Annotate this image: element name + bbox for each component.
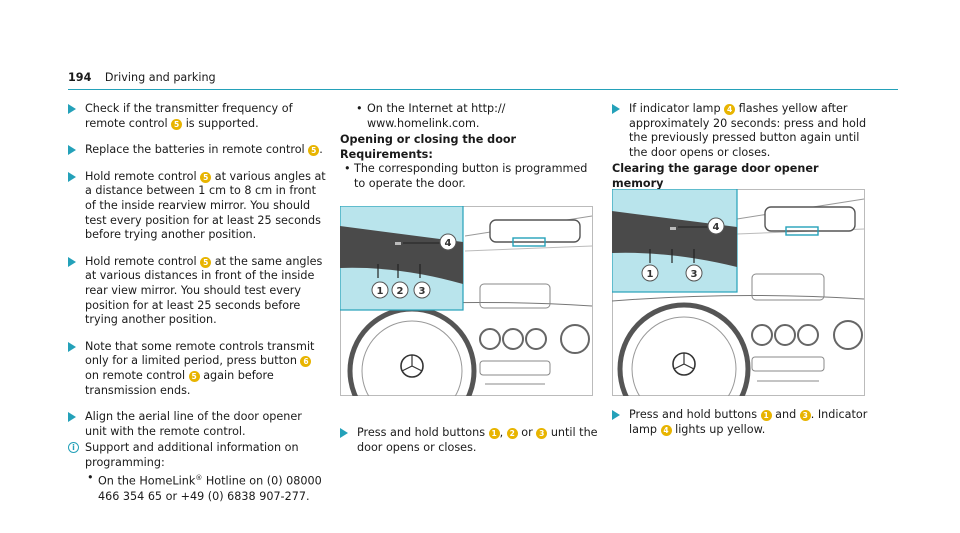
column-3: If indicator lamp 4 flashes yellow after… — [612, 102, 870, 192]
callout-3: 3 — [799, 410, 811, 421]
step-replace-batteries: Replace the batteries in remote control … — [68, 143, 326, 158]
callout-3: 3 — [536, 428, 548, 439]
callout-1: 1 — [760, 410, 772, 421]
fig1-callout-1: 1 — [377, 286, 384, 297]
step-limited-period: Note that some remote controls transmit … — [68, 340, 326, 398]
callout-5: 5 — [200, 256, 212, 268]
figure-mirror-buttons-1: 4 1 2 3 — [340, 206, 593, 396]
callout-4: 4 — [724, 104, 736, 115]
step-arrow-icon — [68, 104, 76, 114]
callout-5: 5 — [200, 171, 212, 183]
bullet-dot: • — [87, 471, 94, 485]
fig1-callout-4: 4 — [445, 238, 452, 249]
callout-5: 5 — [171, 118, 183, 130]
bullet-internet: • On the Internet at http:// www.homelin… — [356, 102, 506, 130]
section-heading-clearing: Clearing the garage door opener memory — [612, 162, 819, 190]
bullet-dot: • — [344, 162, 351, 176]
step-arrow-icon — [68, 171, 76, 182]
column-3-bottom: Press and hold buttons 1 and 3. Indicato… — [612, 408, 870, 449]
fig2-callout-1: 1 — [647, 269, 654, 280]
page-header: 194 Driving and parking — [68, 71, 216, 84]
step-arrow-icon — [68, 412, 76, 423]
fig1-callout-2: 2 — [397, 286, 404, 297]
step-align-aerial: Align the aerial line of the door opener… — [68, 410, 326, 439]
section-heading-open-close: Opening or closing the door — [340, 133, 517, 147]
column-2: • On the Internet at http:// www.homelin… — [340, 102, 598, 194]
step-indicator-flashes: If indicator lamp 4 flashes yellow after… — [612, 102, 870, 160]
fig1-callout-3: 3 — [419, 286, 426, 297]
step-arrow-icon — [612, 104, 620, 114]
info-note: i Support and additional information on … — [68, 441, 326, 470]
figure-mirror-buttons-2: 4 1 3 — [612, 189, 865, 396]
step-arrow-icon — [68, 341, 76, 352]
step-arrow-icon — [612, 410, 620, 420]
fig2-callout-4: 4 — [713, 222, 720, 233]
requirements-label: Requirements: — [340, 147, 433, 161]
step-hold-distances: Hold remote control 5 at the same angles… — [68, 255, 326, 328]
step-clear-memory: Press and hold buttons 1 and 3. Indicato… — [612, 408, 870, 437]
callout-4: 4 — [660, 424, 672, 436]
header-rule — [68, 89, 898, 90]
column-1: Check if the transmitter frequency of re… — [68, 102, 326, 504]
section-title: Driving and parking — [104, 71, 216, 84]
bullet-hotline: • On the HomeLink® Hotline on (0) 08000 … — [87, 471, 322, 503]
step-arrow-icon — [68, 145, 76, 156]
step-press-hold-buttons: Press and hold buttons 1, 2 or 3 until t… — [340, 426, 598, 455]
info-icon: i — [68, 442, 79, 454]
page-number: 194 — [68, 71, 92, 84]
callout-6: 6 — [300, 356, 312, 368]
step-check-frequency: Check if the transmitter frequency of re… — [68, 102, 326, 131]
callout-1: 1 — [488, 428, 500, 439]
column-2-bottom: Press and hold buttons 1, 2 or 3 until t… — [340, 426, 598, 467]
step-arrow-icon — [68, 256, 76, 267]
step-hold-angles: Hold remote control 5 at various angles … — [68, 170, 326, 243]
bullet-requirement: • The corresponding button is programmed… — [344, 162, 588, 190]
step-arrow-icon — [340, 428, 348, 438]
fig2-callout-3: 3 — [691, 269, 698, 280]
bullet-dot: • — [356, 102, 363, 115]
callout-2: 2 — [506, 428, 518, 439]
callout-5: 5 — [188, 370, 200, 382]
callout-5: 5 — [308, 145, 320, 157]
